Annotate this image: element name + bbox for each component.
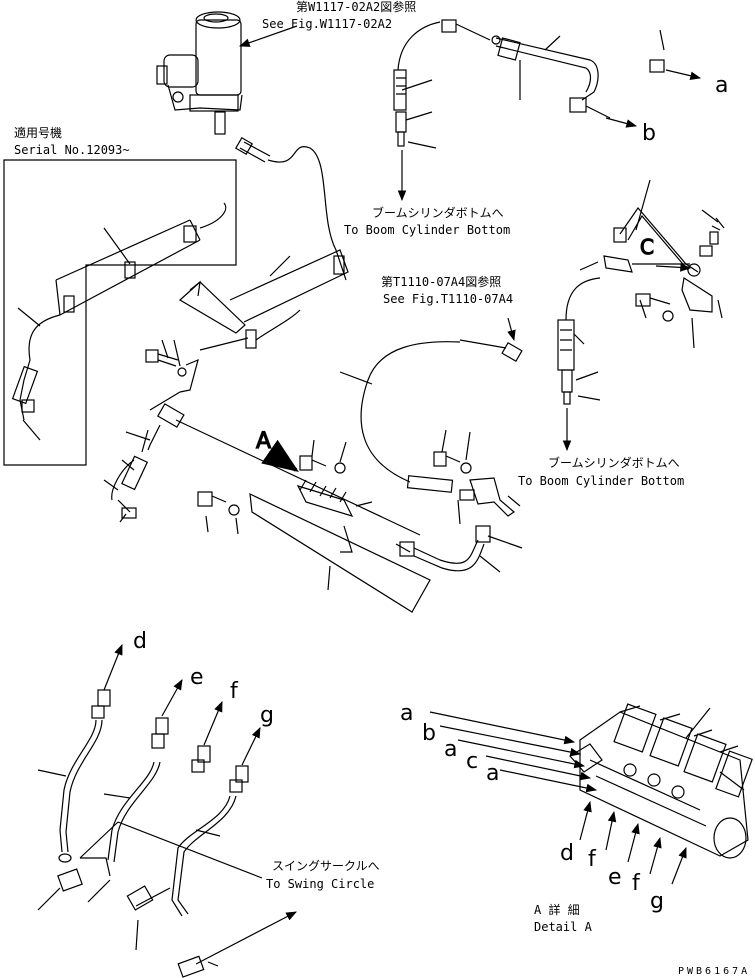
letter-f: f [230,679,239,704]
boom-bottom-1-jp: ブームシリンダボトムへ [372,205,504,220]
serial-box [3,159,237,466]
serial-jp: 適用号機 [14,125,62,140]
view-label-a: A [256,429,271,454]
detail-letter-a2: a [444,737,457,762]
control-valve-bank [197,451,515,613]
letter-d: d [133,629,147,654]
middle-hose [360,339,523,493]
callout-c: C [640,235,654,259]
letter-a-top: a [715,73,728,98]
solenoid-valve-assembly [156,11,271,163]
detail-letter-e: e [608,865,622,890]
serial-pipe [11,202,227,421]
detail-letter-b: b [422,721,436,746]
detail-letter-f2: f [632,871,641,896]
pilot-pipes [57,689,249,978]
boom-bottom-2-en: To Boom Cylinder Bottom [518,474,684,488]
boom-bottom-1-en: To Boom Cylinder Bottom [344,223,510,237]
bolt-left [145,349,187,377]
swing-en: To Swing Circle [266,877,374,891]
right-valve-assembly [557,207,725,405]
detail-letter-d: d [560,841,574,866]
detail-en: Detail A [534,920,593,934]
letter-g: g [260,703,274,728]
ref-top-jp: 第W1117-02A2図参照 [296,0,416,14]
ref-mid-jp: 第T1110-07A4図参照 [381,274,501,289]
boom-bottom-2-jp: ブームシリンダボトムへ [548,455,680,470]
ref-top-en: See Fig.W1117-02A2 [262,17,392,31]
ref-mid-en: See Fig.T1110-07A4 [383,292,513,306]
left-tee-fitting [111,403,421,536]
letter-b-top: b [642,121,656,146]
detail-letter-a3: a [486,761,499,786]
detail-jp: A 詳 細 [534,902,580,917]
labels: 第W1117-02A2図参照 See Fig.W1117-02A2 適用号機 S… [14,0,750,977]
detail-letter-a1: a [400,701,413,726]
detail-a-valve [569,703,753,859]
letter-e: e [190,665,204,690]
detail-letter-c: c [466,749,478,774]
swing-jp: スイングサークルへ [272,859,380,873]
detail-letter-f: f [588,847,597,872]
drawing-code: PWB6167A [678,966,750,977]
detail-letter-g: g [650,889,664,914]
serial-en: Serial No.12093~ [14,143,130,157]
main-pipe-bracket [149,249,349,411]
top-hose [393,19,611,147]
